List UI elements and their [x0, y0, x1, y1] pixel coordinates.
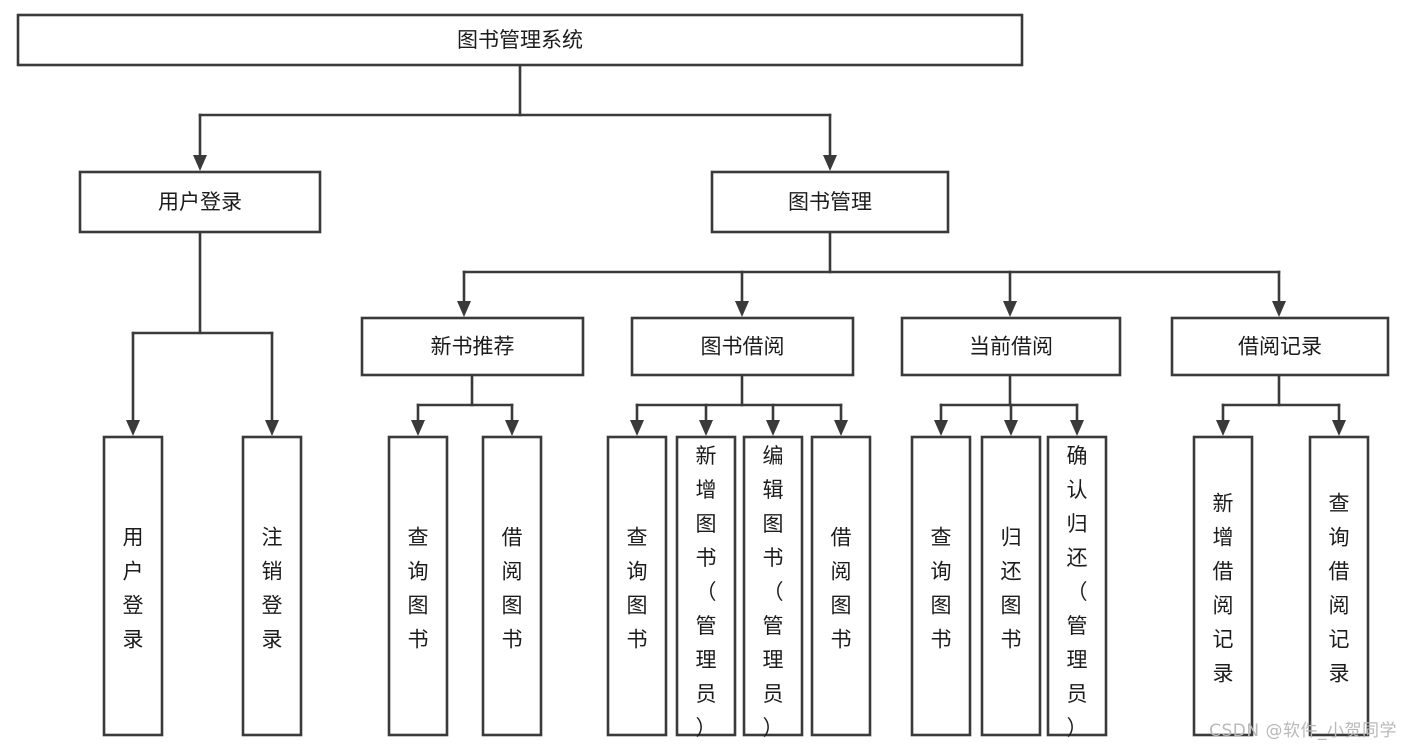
node-label: 借阅图书: [502, 526, 523, 652]
node-borrow-record[interactable]: 借阅记录: [1170, 316, 1390, 377]
node-leaf-logout[interactable]: 注销登录: [241, 435, 303, 737]
node-leaf-query-book-recommend[interactable]: 查询图书: [387, 435, 449, 737]
node-label: 用户登录: [158, 190, 242, 214]
node-leaf-query-borrow-record[interactable]: 查询借阅记录: [1308, 435, 1370, 737]
arrow-head-icon: [1216, 420, 1230, 436]
arrow-head-icon: [1332, 420, 1346, 436]
node-box[interactable]: [1170, 316, 1390, 377]
node-leaf-user-login[interactable]: 用户登录: [102, 435, 164, 737]
nodes-layer: 图书管理系统用户登录图书管理新书推荐图书借阅当前借阅借阅记录用户登录注销登录查询…: [16, 13, 1390, 740]
node-leaf-query-book-current[interactable]: 查询图书: [910, 435, 972, 737]
node-root[interactable]: 图书管理系统: [16, 13, 1024, 67]
node-label: 新增图书（管理员）: [696, 444, 717, 740]
node-box[interactable]: [360, 316, 585, 377]
node-label: 图书借阅: [701, 335, 785, 359]
node-leaf-borrow-book-recommend[interactable]: 借阅图书: [481, 435, 543, 737]
node-leaf-borrow-book[interactable]: 借阅图书: [810, 435, 872, 737]
node-user-login[interactable]: 用户登录: [78, 170, 322, 234]
edge-group: [193, 63, 837, 171]
node-label: 查询图书: [627, 526, 648, 652]
arrow-head-icon: [126, 420, 140, 436]
edge-group: [934, 373, 1084, 436]
node-label: 借阅图书: [831, 526, 852, 652]
node-leaf-add-borrow-record[interactable]: 新增借阅记录: [1192, 435, 1254, 737]
arrow-head-icon: [699, 420, 713, 436]
node-leaf-confirm-return-admin[interactable]: 确认归还（管理员）: [1046, 435, 1108, 740]
node-label: 借阅记录: [1238, 335, 1322, 359]
arrow-head-icon: [193, 155, 207, 171]
arrow-head-icon: [457, 301, 471, 317]
arrow-head-icon: [1004, 420, 1018, 436]
node-new-book-recommend[interactable]: 新书推荐: [360, 316, 585, 377]
edge-group: [457, 230, 1286, 317]
arrow-head-icon: [1272, 301, 1286, 317]
node-box[interactable]: [241, 435, 303, 737]
node-label: 新增借阅记录: [1213, 492, 1234, 686]
arrow-head-icon: [834, 420, 848, 436]
node-box[interactable]: [742, 435, 804, 737]
node-box[interactable]: [810, 435, 872, 737]
node-label: 新书推荐: [431, 335, 515, 359]
node-box[interactable]: [900, 316, 1122, 377]
node-box[interactable]: [481, 435, 543, 737]
node-label: 图书管理: [788, 190, 872, 214]
node-box[interactable]: [630, 316, 855, 377]
node-box[interactable]: [102, 435, 164, 737]
node-label: 图书管理系统: [457, 28, 583, 52]
node-label: 查询图书: [931, 526, 952, 652]
edge-group: [1216, 373, 1346, 436]
node-label: 归还图书: [1001, 526, 1022, 652]
arrow-head-icon: [823, 155, 837, 171]
arrow-head-icon: [265, 420, 279, 436]
node-label: 查询图书: [408, 526, 429, 652]
node-box[interactable]: [606, 435, 668, 737]
node-label: 注销登录: [262, 526, 283, 652]
arrow-head-icon: [1003, 301, 1017, 317]
node-box[interactable]: [675, 435, 737, 737]
arrow-head-icon: [505, 420, 519, 436]
arrow-head-icon: [735, 301, 749, 317]
edge-group: [630, 373, 848, 436]
node-current-borrow[interactable]: 当前借阅: [900, 316, 1122, 377]
arrow-head-icon: [630, 420, 644, 436]
node-label: 编辑图书（管理员）: [763, 444, 784, 740]
node-label: 确认归还（管理员）: [1067, 444, 1088, 740]
arrow-head-icon: [766, 420, 780, 436]
edge-group: [411, 373, 519, 436]
arrow-head-icon: [1070, 420, 1084, 436]
node-box[interactable]: [980, 435, 1042, 737]
node-box[interactable]: [910, 435, 972, 737]
edge-group: [126, 230, 279, 436]
edges-layer: [126, 63, 1346, 436]
arrow-head-icon: [934, 420, 948, 436]
node-book-borrow[interactable]: 图书借阅: [630, 316, 855, 377]
node-leaf-add-book-admin[interactable]: 新增图书（管理员）: [675, 435, 737, 740]
node-box[interactable]: [710, 170, 950, 234]
node-box[interactable]: [1192, 435, 1254, 737]
node-leaf-query-book-borrow[interactable]: 查询图书: [606, 435, 668, 737]
node-label: 当前借阅: [969, 335, 1053, 359]
node-box[interactable]: [387, 435, 449, 737]
node-label: 用户登录: [123, 526, 144, 652]
node-label: 查询借阅记录: [1329, 492, 1350, 686]
node-book-management[interactable]: 图书管理: [710, 170, 950, 234]
node-leaf-edit-book-admin[interactable]: 编辑图书（管理员）: [742, 435, 804, 740]
arrow-head-icon: [411, 420, 425, 436]
node-box[interactable]: [16, 13, 1024, 67]
node-leaf-return-book[interactable]: 归还图书: [980, 435, 1042, 737]
node-box[interactable]: [1046, 435, 1108, 737]
node-box[interactable]: [78, 170, 322, 234]
node-box[interactable]: [1308, 435, 1370, 737]
